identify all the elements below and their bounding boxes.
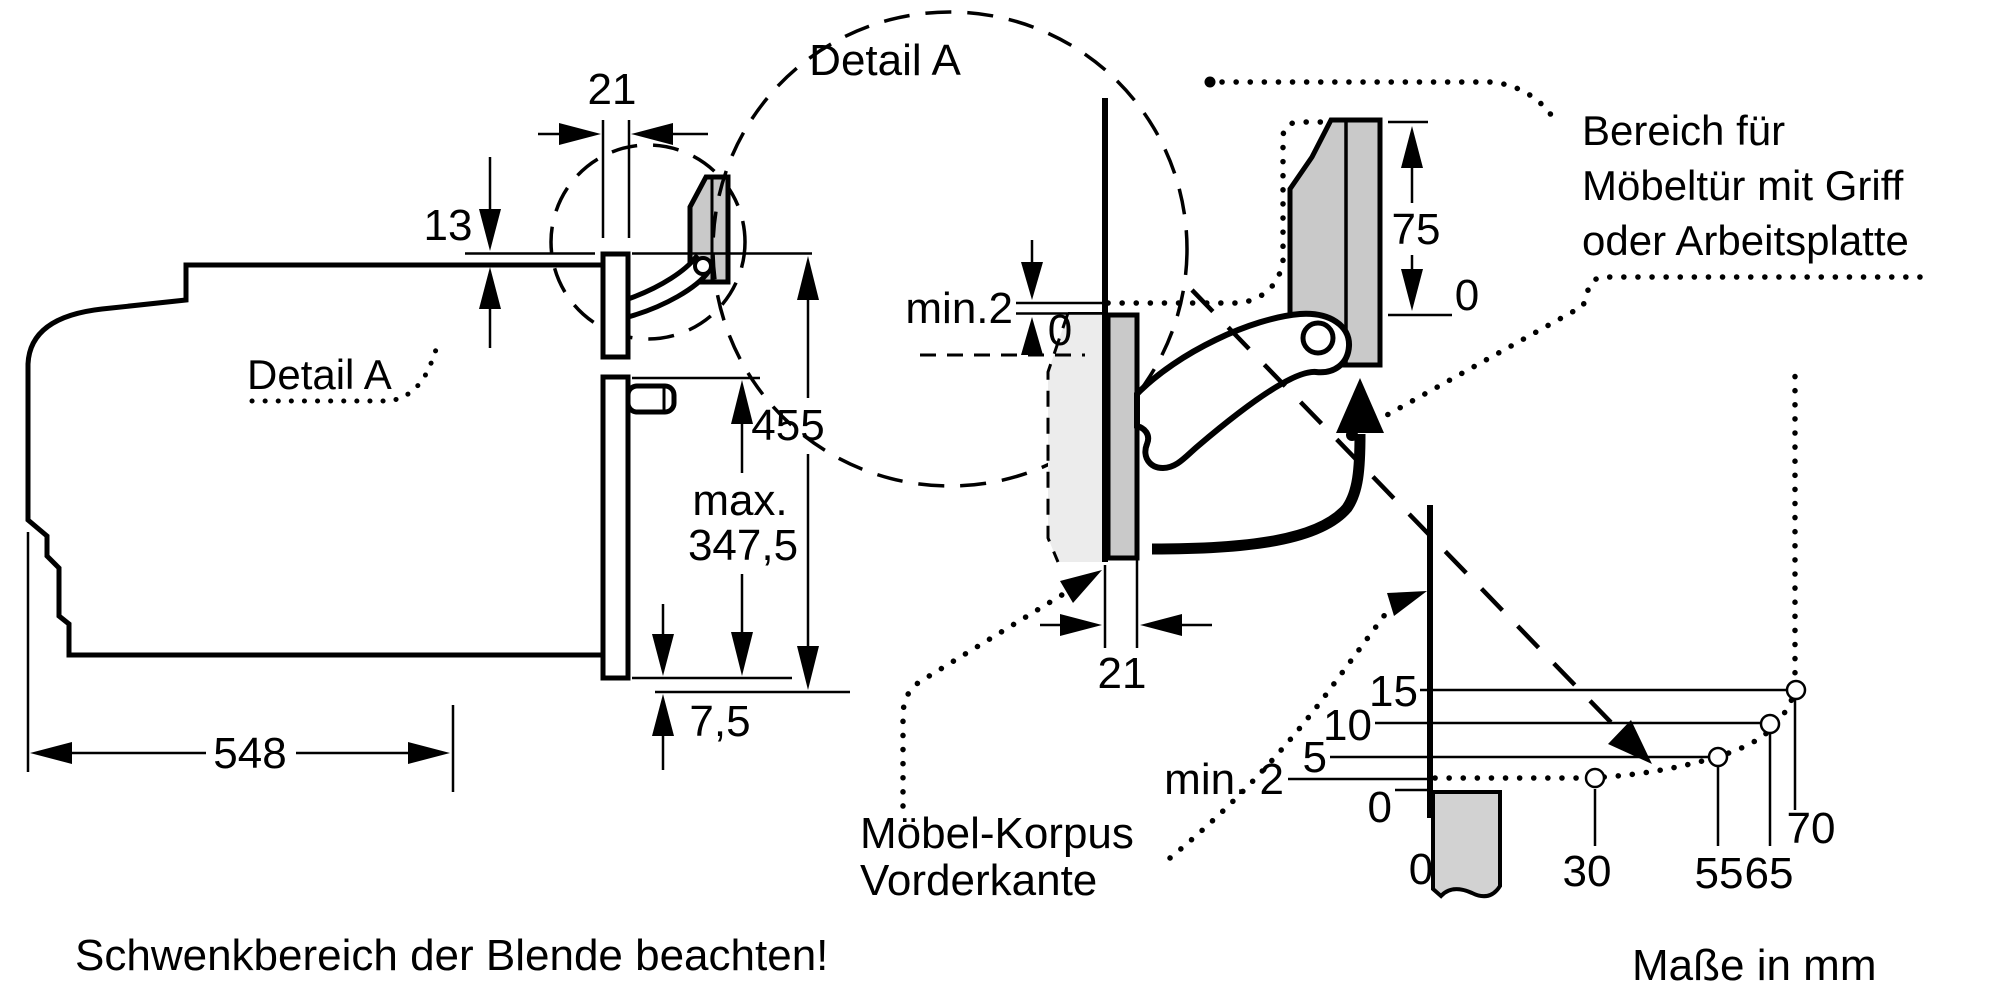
region-boundary-dots [1105,119,1327,306]
region-note: Bereich für Möbeltür mit Griff oder Arbe… [1204,76,1923,441]
warning-note: Schwenkbereich der Blende beachten! [75,931,828,980]
marker-30-min2 [1584,767,1606,789]
detail-a-view: Detail A min.2 0 [711,10,1652,764]
front-edge-leader-left-arrow [1060,570,1102,603]
detail-to-curve-dashed-leader [1190,288,1632,744]
swing-arrow-shaft [1151,433,1366,555]
dim-min2-zero: 0 [1048,306,1072,355]
front-edge-label-group: Möbel-Korpus Vorderkante [860,570,1427,905]
dim-13: 13 [424,157,501,348]
x-label-30: 30 [1563,847,1612,896]
region-note-line1: Bereich für [1582,107,1785,154]
y-label-0: 0 [1368,783,1392,832]
door-zero-position-fill [1048,313,1103,562]
front-edge-leader-left-dots [900,587,1073,809]
region-note-line3: oder Arbeitsplatte [1582,217,1909,264]
hinge-pivot-detail [1300,320,1336,356]
region-leader-top-dots [1219,79,1559,125]
y-label-10: 10 [1323,701,1372,750]
dim-21-detail-value: 21 [1098,649,1147,698]
swing-arrow-head [1336,378,1384,433]
y-label-15: 15 [1369,667,1418,716]
units-note: Maße in mm [1632,941,1876,990]
dim-21-left-value: 21 [588,65,637,114]
dim-548: 548 [30,705,455,792]
door-zero-position-outline [1046,312,1070,563]
region-note-line2: Möbeltür mit Griff [1582,162,1904,209]
marker-55-5 [1707,746,1729,768]
dim-75: 75 0 [1388,120,1479,320]
x-label-70: 70 [1787,804,1836,853]
oven-outline [25,262,605,658]
region-leader-end-dot [1346,429,1358,441]
dim-max-347-5: max. 347,5 [688,380,798,676]
clearance-curve-dots [1432,362,1798,781]
dim-7-5-value: 7,5 [689,697,750,746]
dim-max-label: max. [692,476,787,525]
oven-door-strip [600,374,631,681]
detail-circle-large [711,10,1189,488]
dim-75-zero: 0 [1455,271,1479,320]
marker-65-10 [1759,713,1781,735]
dim-min2-value: min.2 [905,284,1013,333]
x-label-0: 0 [1409,845,1433,894]
front-edge-label-line1: Möbel-Korpus [860,809,1134,858]
oven-front-panel [1105,312,1140,561]
door-handle [625,383,677,415]
clearance-chart: 15 10 5 min. 2 0 0 30 55 65 70 [1164,362,1836,899]
marker-70-15 [1785,679,1807,701]
region-leader-start-dot [1204,76,1216,88]
dim-7-5: 7,5 [652,604,751,770]
dim-21-detail: 21 [1040,560,1212,698]
dim-21-left: 21 [538,65,708,238]
detail-a-label-left: Detail A [247,351,392,398]
detail-circle-small [549,143,747,341]
oven-side-view: 13 21 455 max. 347,5 [25,65,850,792]
dim-548-value: 548 [213,729,286,778]
detail-to-curve-arrow [1608,720,1652,764]
control-panel-strip [600,251,631,360]
detail-a-title: Detail A [809,36,961,85]
y-label-5: 5 [1303,733,1327,782]
dim-min2: min.2 0 [905,240,1105,355]
region-leader-bottom-dots [1357,274,1923,433]
dim-max-value: 347,5 [688,521,798,570]
dim-13-value: 13 [424,201,473,250]
dim-75-value: 75 [1392,205,1441,254]
x-label-65: 65 [1745,849,1794,898]
front-edge-leader-right-dots [1167,602,1395,861]
hinge-arm-detail [1134,310,1352,472]
hinge-pivot [693,256,713,276]
front-edge-leader-right-arrow [1387,591,1427,616]
furniture-panel-section [1431,790,1502,899]
y-label-min2: min. 2 [1164,755,1284,804]
front-edge-label-line2: Vorderkante [860,856,1097,905]
dim-455: 455 [751,256,825,690]
x-label-55: 55 [1695,849,1744,898]
